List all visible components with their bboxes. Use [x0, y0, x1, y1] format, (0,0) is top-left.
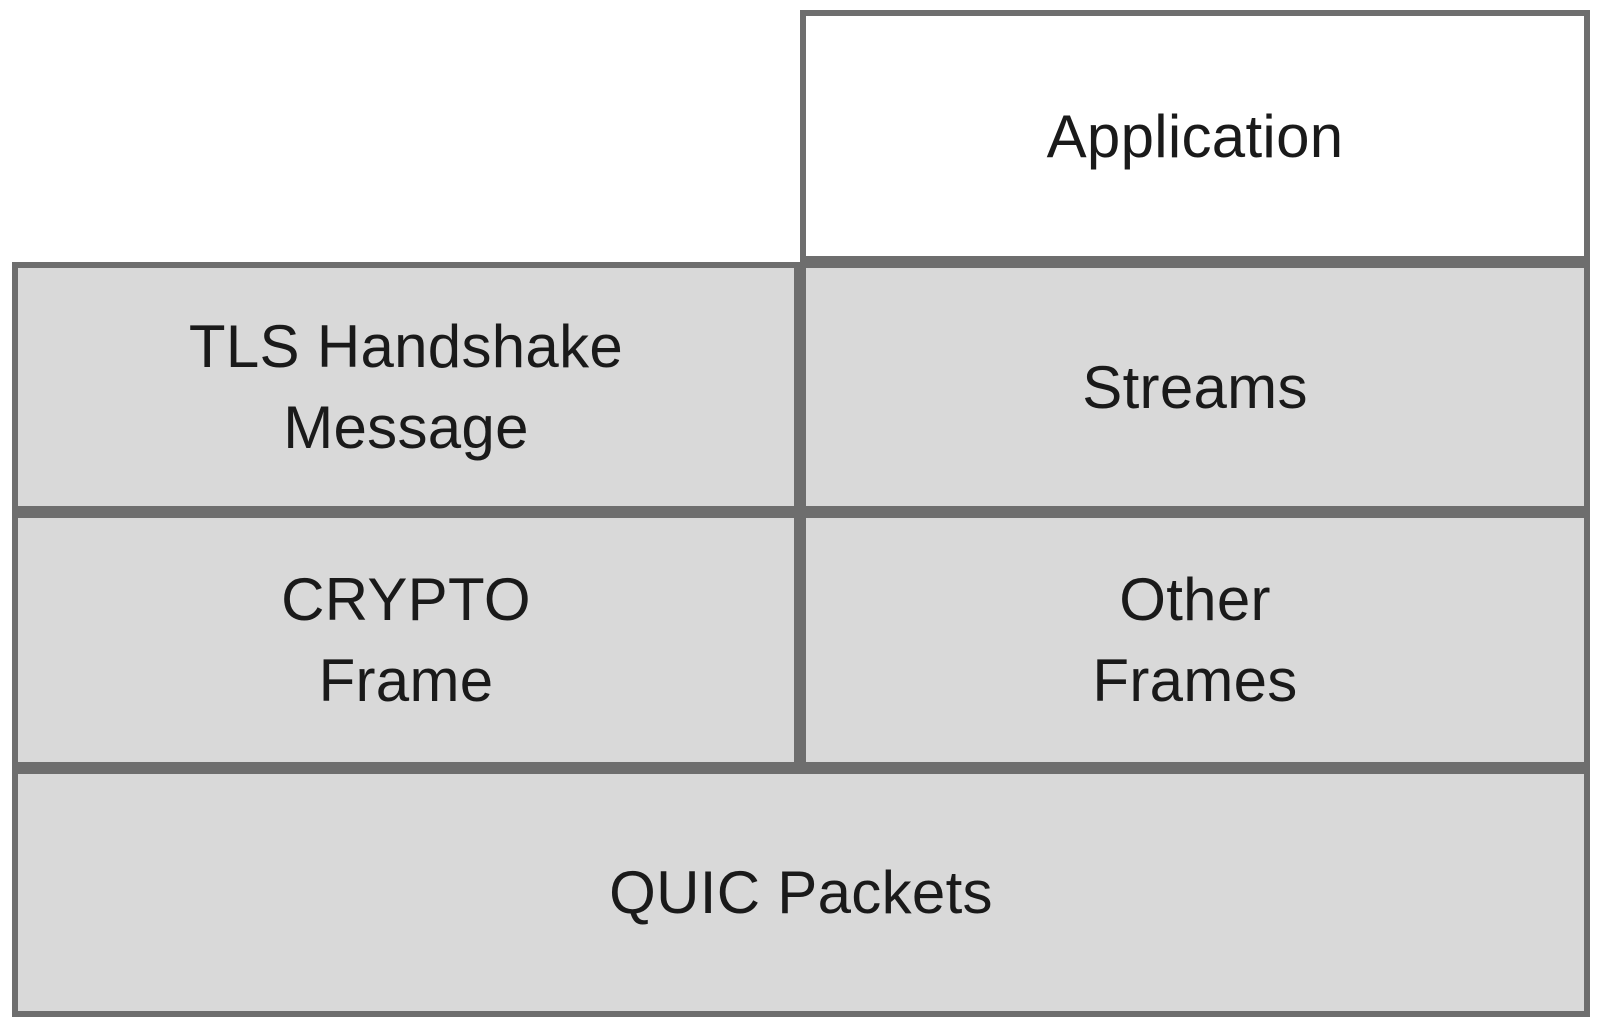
crypto-frame-label: CRYPTO Frame: [281, 566, 531, 714]
quic-packets-box: QUIC Packets: [12, 768, 1590, 1017]
tls-handshake-message-label: TLS Handshake Message: [188, 313, 624, 461]
application-label: Application: [1046, 102, 1344, 170]
other-frames-box: Other Frames: [800, 512, 1590, 768]
quic-packets-label: QUIC Packets: [609, 859, 993, 926]
application-box: Application: [800, 10, 1590, 262]
crypto-frame-box: CRYPTO Frame: [12, 512, 800, 768]
streams-box: Streams: [800, 262, 1590, 512]
other-frames-label: Other Frames: [1092, 566, 1298, 714]
streams-label: Streams: [1082, 353, 1308, 421]
tls-handshake-message-box: TLS Handshake Message: [12, 262, 800, 512]
